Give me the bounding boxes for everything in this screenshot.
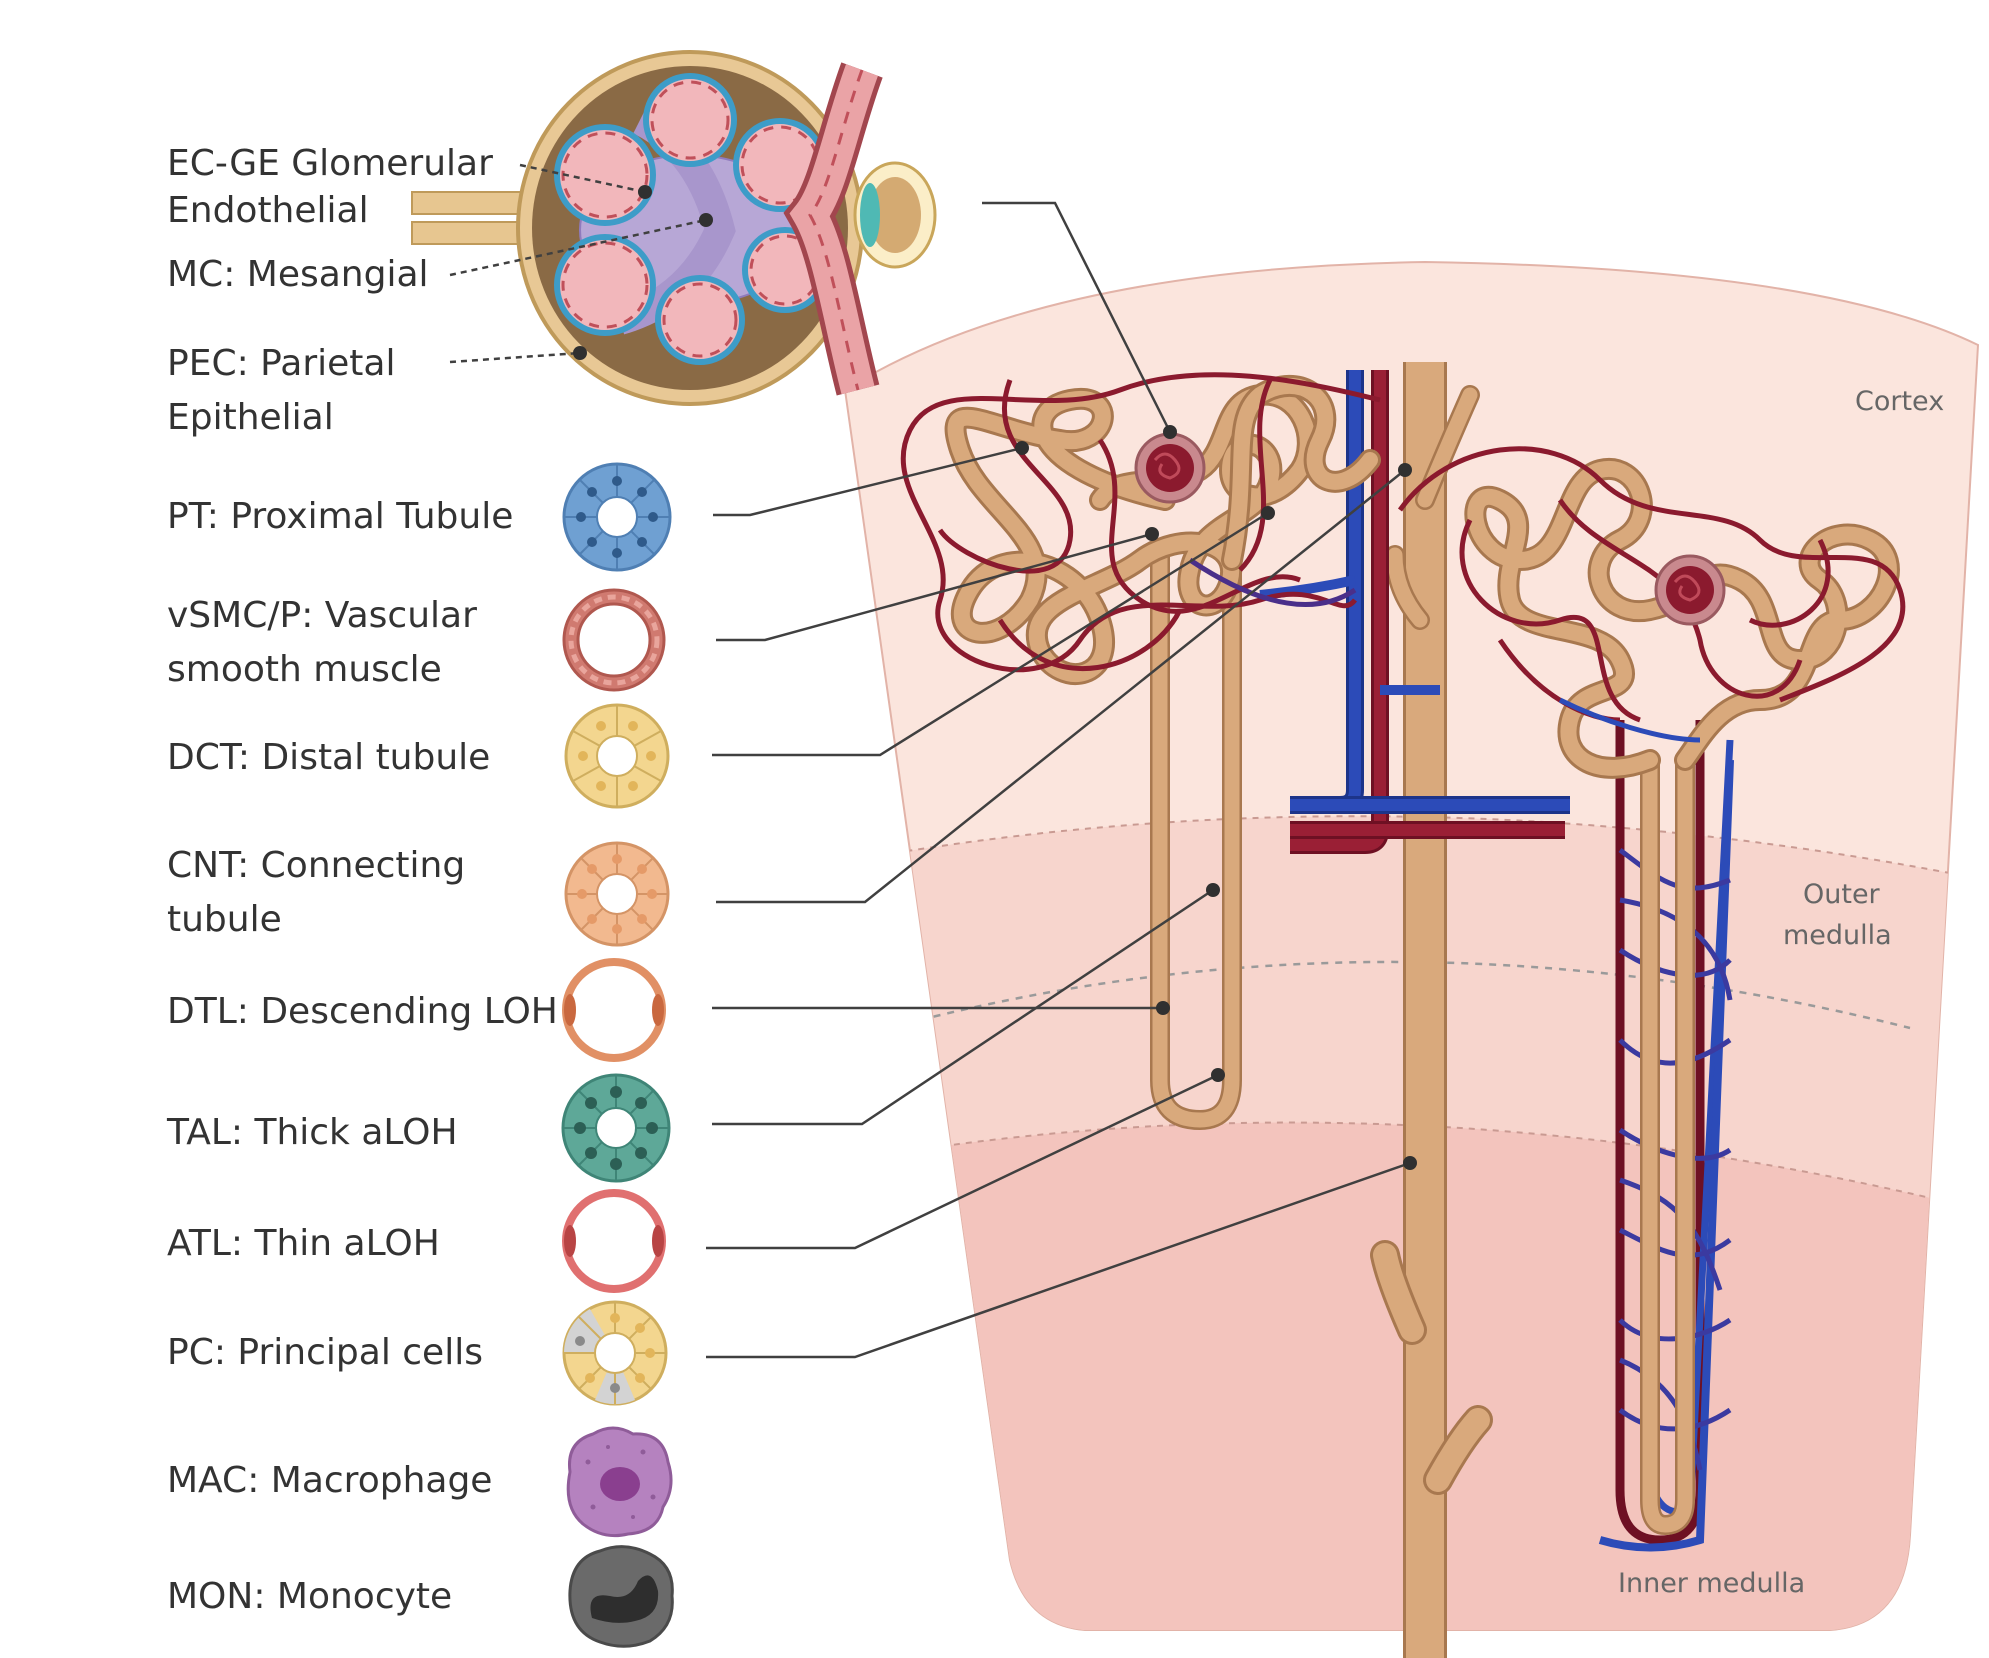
pt-label: PT: Proximal Tubule [167, 496, 514, 537]
distal-tubule-cross-section-icon [564, 703, 670, 809]
outer-medulla-label-line2: medulla [1783, 920, 1892, 951]
macrophage-icon [566, 1426, 673, 1538]
pec-label-line2: Epithelial [167, 397, 334, 438]
dtl-label: DTL: Descending LOH [167, 991, 558, 1032]
principal-cells-cross-section-icon [562, 1300, 668, 1406]
vsmc-label-line2: smooth muscle [167, 649, 442, 690]
monocyte-icon [568, 1545, 674, 1648]
dct-label: DCT: Distal tubule [167, 737, 491, 778]
collecting-duct [1370, 362, 1493, 1658]
cortex-label: Cortex [1855, 386, 1945, 417]
connector-lines [449, 163, 1411, 1359]
cnt-label-line2: tubule [167, 899, 282, 940]
ecge-label-line1: EC-GE Glomerular [167, 143, 493, 184]
pec-label-line1: PEC: Parietal [167, 343, 396, 384]
main-vessels [1259, 370, 1570, 854]
descending-loh-ring-icon [562, 958, 666, 1062]
proximal-tubule-cross-section-icon [562, 462, 672, 572]
ecge-label-line2: Endothelial [167, 190, 369, 231]
vascular-smooth-muscle-ring-icon [562, 588, 666, 692]
outer-medulla-label-line1: Outer [1803, 879, 1880, 910]
thick-aloh-cross-section-icon [561, 1073, 671, 1183]
mc-label: MC: Mesangial [167, 254, 429, 295]
vsmc-label-line1: vSMC/P: Vascular [167, 595, 477, 636]
pc-label: PC: Principal cells [167, 1332, 483, 1373]
nephron-right [1397, 446, 1906, 1552]
thin-aloh-ring-icon [562, 1189, 666, 1293]
inner-medulla-label: Inner medulla [1618, 1568, 1806, 1599]
tal-label: TAL: Thick aLOH [167, 1112, 458, 1153]
nephron-left [900, 372, 1381, 1131]
atl-label: ATL: Thin aLOH [167, 1223, 440, 1264]
connector-dots [573, 185, 1417, 1170]
inner-medulla-region [845, 1122, 1960, 1630]
connecting-tubule-cross-section-icon [564, 841, 670, 947]
glomerulus-cross-section [411, 50, 937, 406]
cnt-label-line1: CNT: Connecting [167, 845, 466, 886]
mac-label: MAC: Macrophage [167, 1460, 493, 1501]
mon-label: MON: Monocyte [167, 1576, 453, 1617]
